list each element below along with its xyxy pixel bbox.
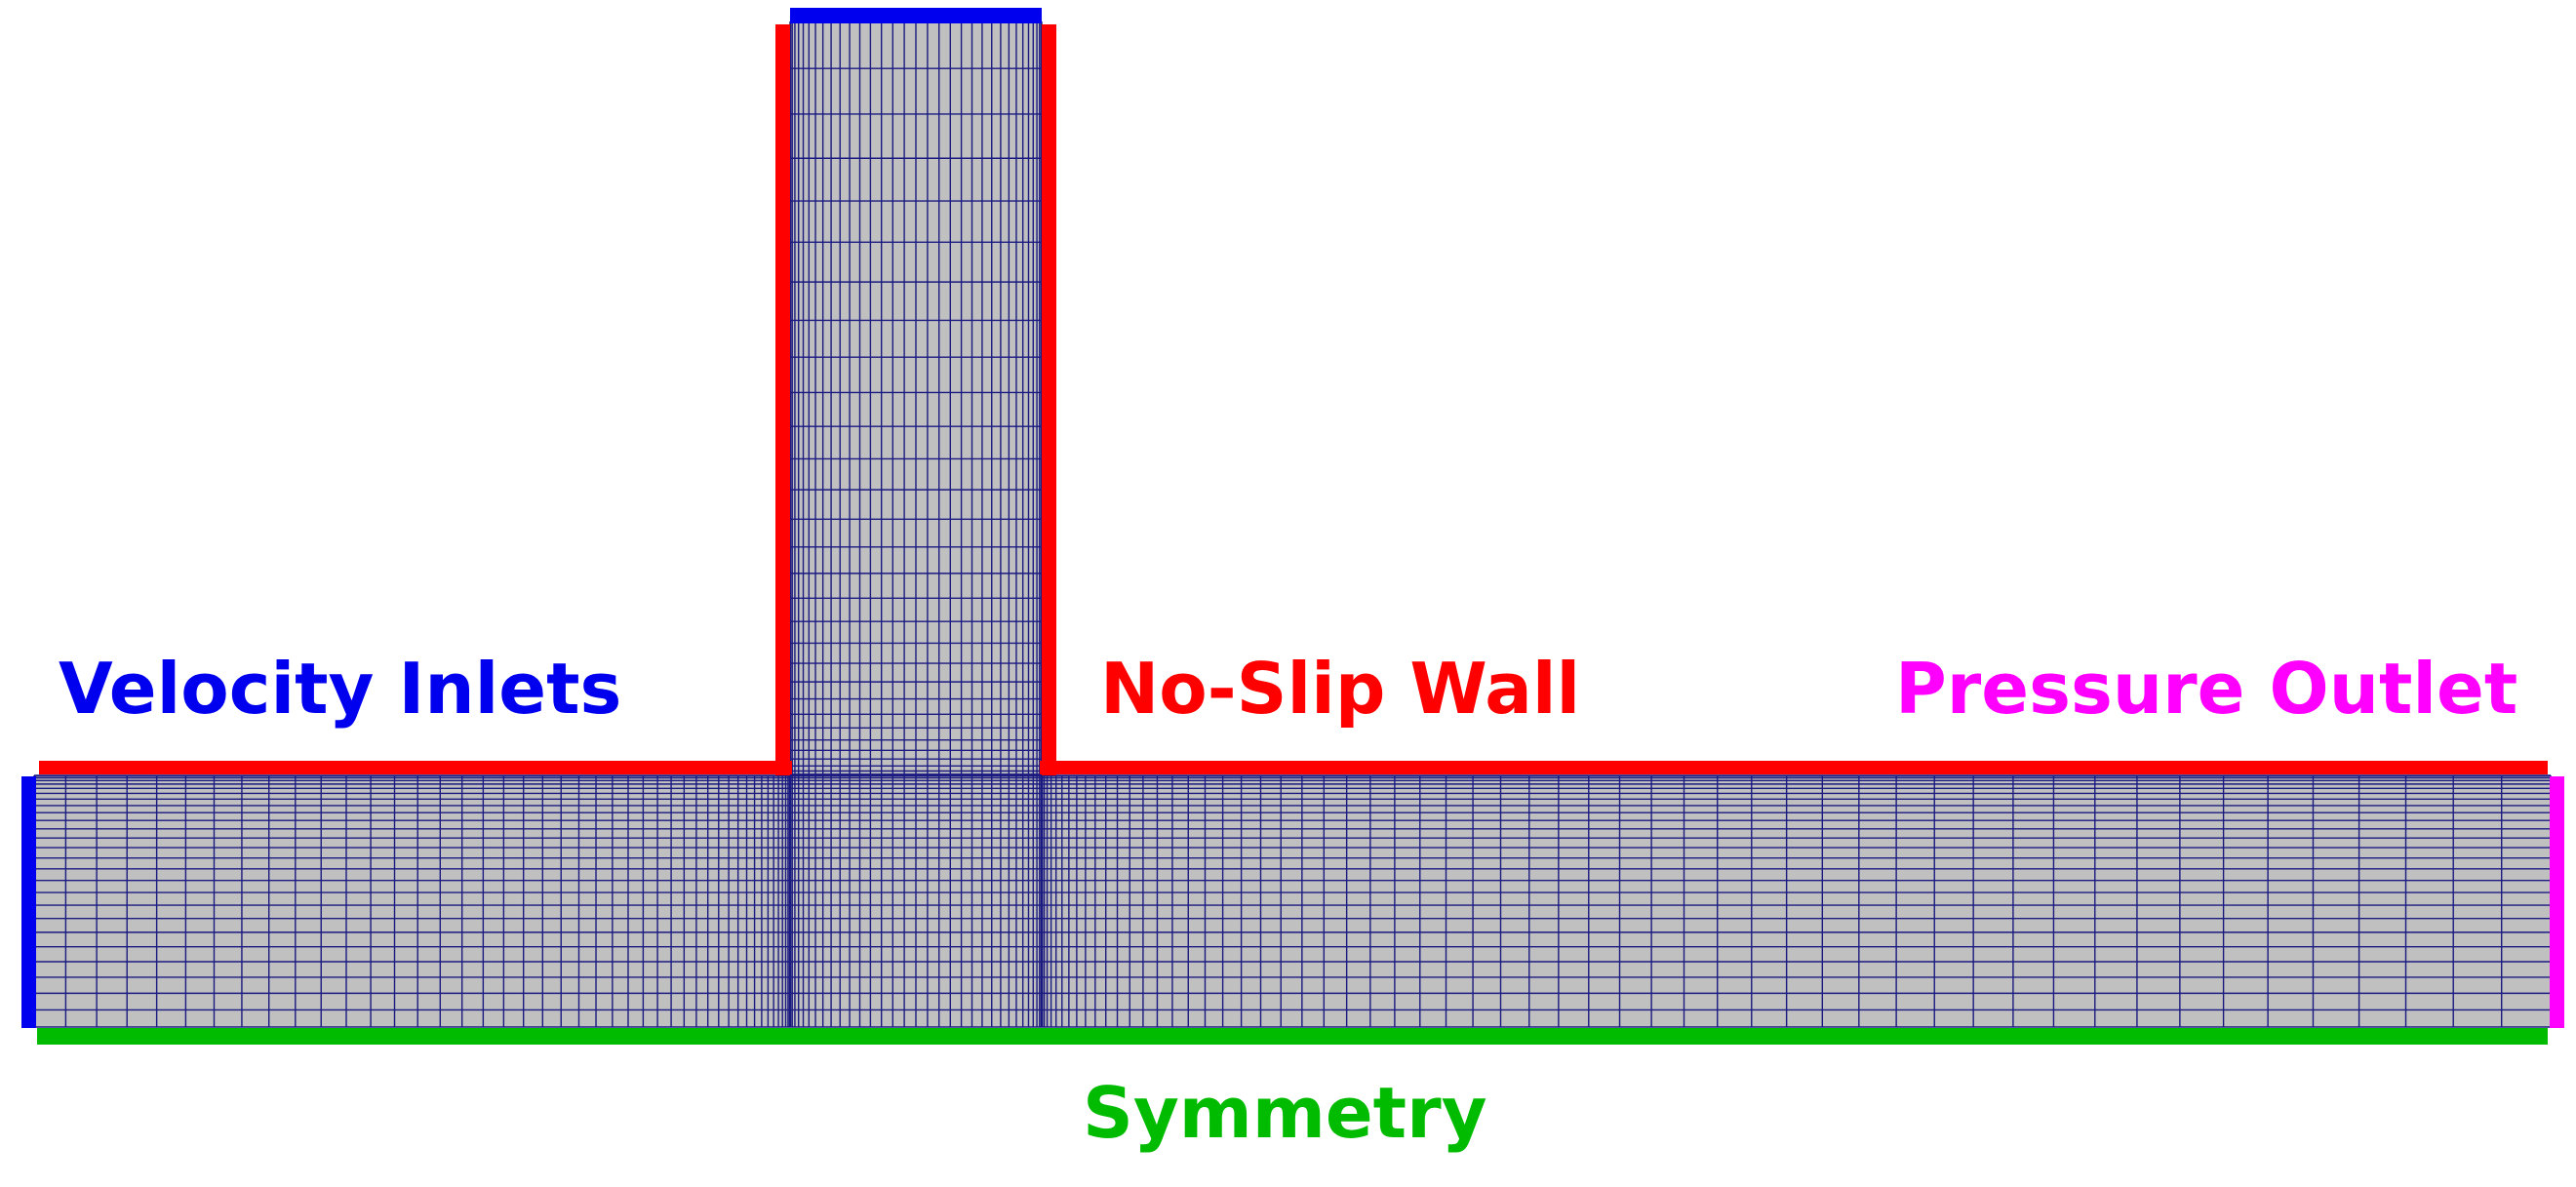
wall-right-top	[1040, 761, 2548, 774]
boundaries	[21, 8, 2564, 1045]
no-slip-wall-label: No-Slip Wall	[1100, 648, 1581, 730]
velocity-inlets-label: Velocity Inlets	[59, 648, 622, 730]
domain-fill	[34, 21, 2551, 1027]
symmetry-boundary	[37, 1028, 2548, 1045]
pressure-outlet-label: Pressure Outlet	[1895, 648, 2518, 730]
wall-inlet-right	[1042, 24, 1056, 775]
velocity-inlet-top	[790, 8, 1042, 23]
wall-left-top	[39, 761, 792, 774]
velocity-inlet-left	[21, 776, 36, 1028]
pressure-outlet	[2550, 776, 2564, 1028]
channel-fill	[34, 775, 2551, 1027]
wall-inlet-left	[775, 24, 790, 775]
mesh-lines	[33, 20, 2552, 1028]
symmetry-label: Symmetry	[1083, 1072, 1487, 1154]
